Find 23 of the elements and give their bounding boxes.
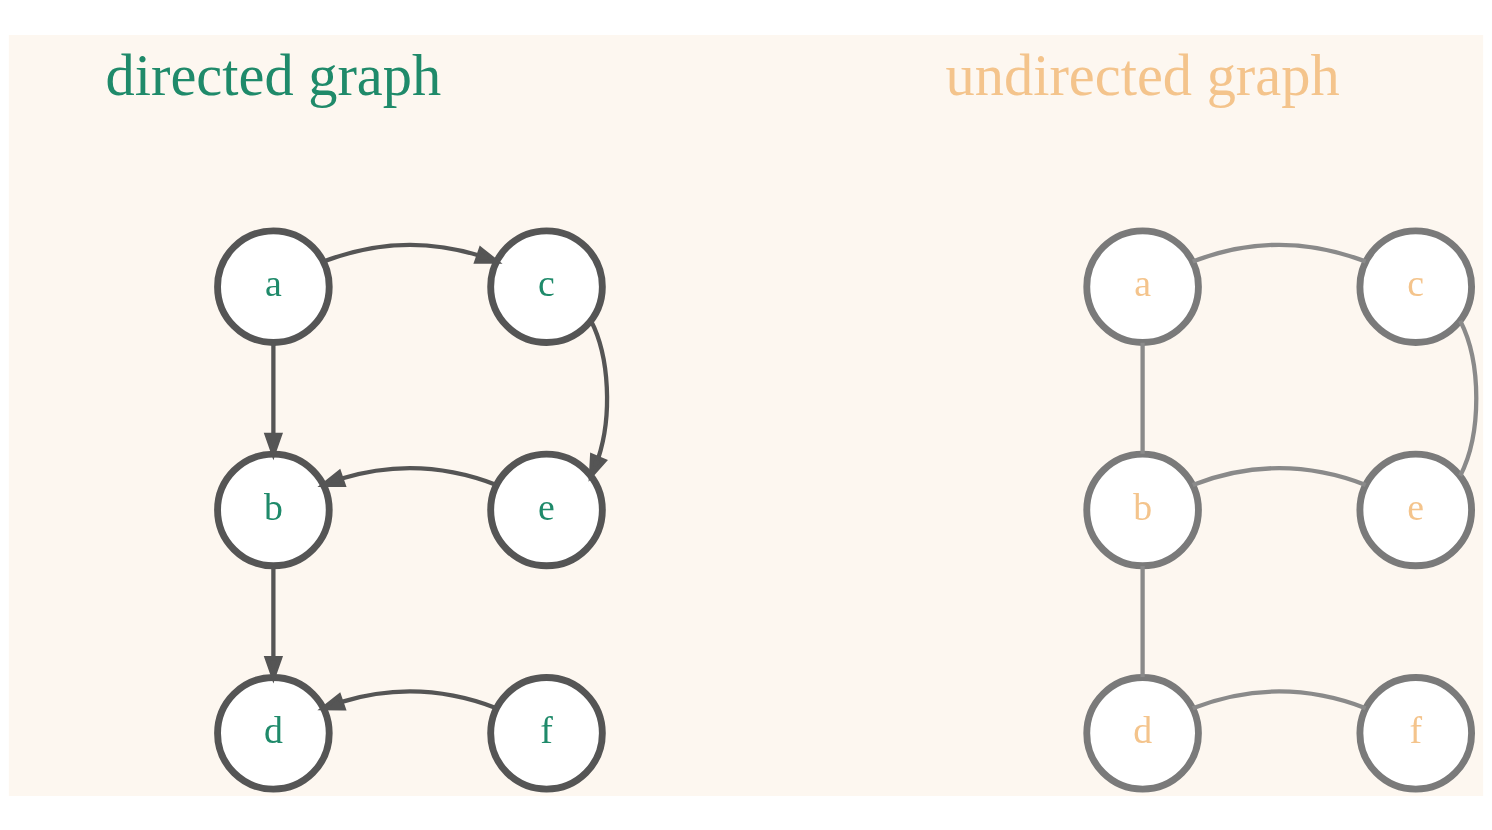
node-circle: d: [1083, 673, 1202, 793]
arrow: [317, 688, 498, 710]
node-circle: d: [214, 673, 333, 793]
node-circle: e: [1356, 450, 1475, 569]
node-circle: b: [214, 450, 333, 569]
node-circle: c: [1356, 226, 1475, 346]
node-circle: a: [214, 226, 333, 346]
node-circle: f: [487, 673, 606, 793]
label: directed graph: [105, 42, 442, 108]
connector: [1192, 465, 1367, 487]
connector: [1140, 342, 1145, 454]
arrow: [322, 242, 503, 264]
label: undirected graph: [945, 42, 1340, 108]
connector: [1192, 688, 1367, 710]
node-circle: f: [1356, 673, 1475, 793]
arrow: [588, 319, 610, 482]
node-circle: b: [1083, 450, 1202, 569]
connector: [1140, 565, 1145, 677]
node-circle: c: [487, 226, 606, 346]
connector: [1192, 242, 1367, 264]
arrow: [263, 342, 283, 460]
node-circle: a: [1083, 226, 1202, 346]
connector: [1458, 319, 1479, 477]
